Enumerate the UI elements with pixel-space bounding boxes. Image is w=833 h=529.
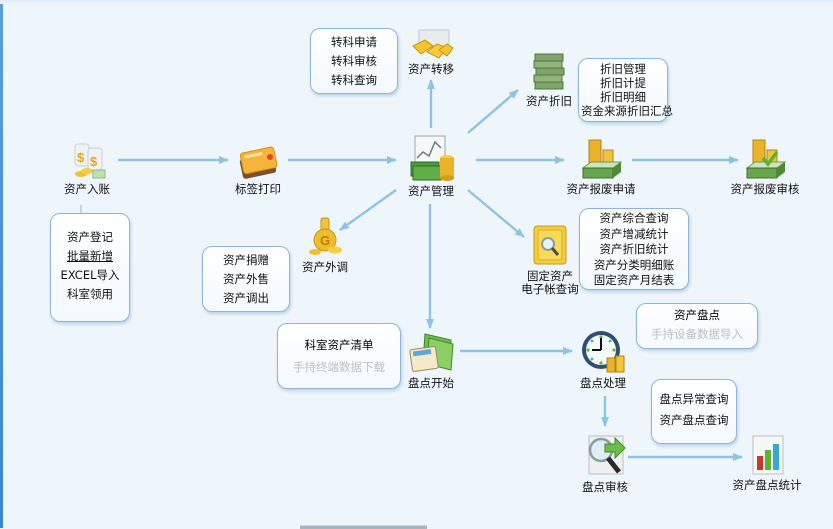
credit-card-icon	[234, 140, 282, 180]
menu-item-monthly-report[interactable]: 固定资产月结表	[593, 273, 675, 287]
node-ledger-query[interactable]: 固定资产 电子帐查询	[514, 222, 586, 296]
menu-item-category-ledger[interactable]: 资产分类明细账	[593, 257, 675, 272]
clock-coins-icon	[579, 328, 627, 374]
horizontal-scrollbar[interactable]	[300, 525, 427, 529]
node-label-line2: 电子帐查询	[521, 282, 579, 296]
node-label: 盘点处理	[580, 376, 626, 390]
bubble-entry-menu: 资产登记 批量新增 EXCEL导入 科室领用	[50, 213, 130, 322]
node-asset-management[interactable]: 资产管理	[396, 134, 466, 198]
node-label: 资产盘点统计	[732, 478, 802, 492]
node-label: 标签打印	[235, 182, 281, 196]
node-asset-depreciation[interactable]: 资产折旧	[514, 50, 584, 108]
menu-item-transfer-review[interactable]: 转科审核	[331, 54, 377, 68]
node-label: 资产报废审核	[730, 182, 800, 196]
arrow-management-to-outbound	[339, 189, 397, 231]
menu-item-asset-inventory-query[interactable]: 资产盘点查询	[659, 413, 729, 427]
bubble-query-menu: 资产综合查询 资产增减统计 资产折旧统计 资产分类明细账 固定资产月结表	[579, 208, 689, 290]
menu-item-handheld-import[interactable]: 手持设备数据导入	[651, 327, 743, 341]
coins-cash-icon	[577, 136, 625, 180]
menu-item-handheld-download[interactable]: 手持终端数据下载	[293, 360, 385, 374]
window-left-edge	[0, 0, 3, 528]
menu-item-asset-register[interactable]: 资产登记	[67, 230, 113, 244]
money-coins-icon: $ $	[63, 140, 111, 180]
gold-coin-icon: G	[301, 216, 349, 258]
node-asset-transfer[interactable]: 资产转移	[396, 26, 466, 76]
coins-cash-check-icon	[741, 136, 789, 180]
node-inventory-review[interactable]: 盘点审核	[570, 432, 640, 494]
menu-item-dept-requisition[interactable]: 科室领用	[67, 287, 113, 301]
node-inventory-start[interactable]: 盘点开始	[396, 330, 466, 390]
node-label: 资产外调	[302, 260, 348, 274]
node-label: 盘点审核	[582, 480, 628, 494]
menu-item-asset-sell[interactable]: 资产外售	[223, 272, 269, 286]
menu-item-transfer-apply[interactable]: 转科申请	[331, 35, 377, 49]
node-label: 资产报废申请	[566, 182, 636, 196]
node-inventory-process[interactable]: 盘点处理	[568, 328, 638, 390]
node-asset-entry[interactable]: $ $ 资产入账	[52, 140, 122, 196]
bubble-transfer-menu: 转科申请 转科审核 转科查询	[310, 28, 398, 94]
node-scrap-review[interactable]: 资产报废审核	[720, 136, 810, 196]
arrow-management-to-depreciation	[467, 89, 519, 134]
cash-stack-icon	[525, 50, 573, 92]
menu-item-comprehensive-query[interactable]: 资产综合查询	[599, 211, 669, 225]
bubble-inventory-start-menu: 科室资产清单 手持终端数据下载	[277, 323, 401, 389]
node-label: 盘点开始	[408, 376, 454, 390]
menu-item-fund-source-summary[interactable]: 资金来源折旧汇总	[581, 104, 673, 118]
node-label: 资产管理	[408, 184, 454, 198]
node-label: 资产转移	[408, 62, 454, 76]
menu-item-dept-asset-list[interactable]: 科室资产清单	[304, 338, 374, 352]
menu-item-asset-transfer-out[interactable]: 资产调出	[223, 291, 269, 305]
menu-item-change-stats[interactable]: 资产增减统计	[599, 226, 669, 241]
menu-item-depreciation-stats[interactable]: 资产折旧统计	[599, 242, 669, 256]
bubble-inventory-process-menu: 资产盘点 手持设备数据导入	[636, 303, 758, 349]
arrow-management-to-query	[467, 189, 525, 238]
svg-text:$: $	[90, 154, 98, 169]
menu-item-depreciation-accrue[interactable]: 折旧计提	[600, 76, 646, 90]
node-asset-outbound[interactable]: G 资产外调	[288, 216, 362, 274]
menu-item-asset-inventory[interactable]: 资产盘点	[674, 308, 720, 322]
node-label: 资产折旧	[526, 94, 572, 108]
menu-item-batch-add[interactable]: 批量新增	[67, 249, 113, 263]
gold-bars-icon	[407, 26, 455, 60]
menu-item-asset-donate[interactable]: 资产捐赠	[223, 253, 269, 267]
node-label-line1: 固定资产	[527, 269, 573, 283]
node-label-print[interactable]: 标签打印	[223, 140, 293, 196]
safe-search-icon	[526, 222, 574, 268]
menu-item-inventory-exception-query[interactable]: 盘点异常查询	[659, 392, 729, 406]
calculator-folder-icon	[407, 330, 455, 374]
magnifier-arrow-icon	[581, 432, 629, 478]
bubble-outbound-menu: 资产捐赠 资产外售 资产调出	[202, 246, 290, 312]
node-scrap-apply[interactable]: 资产报废申请	[556, 136, 646, 196]
bubble-depreciation-menu: 折旧管理 折旧计提 折旧明细 资金来源折旧汇总	[578, 58, 673, 122]
node-inventory-stats[interactable]: 资产盘点统计	[722, 434, 812, 492]
menu-item-transfer-query[interactable]: 转科查询	[331, 73, 377, 87]
window-top-edge	[0, 0, 833, 4]
bar-chart-icon	[743, 434, 791, 476]
menu-item-excel-import[interactable]: EXCEL导入	[60, 268, 120, 282]
menu-item-depreciation-detail[interactable]: 折旧明细	[600, 90, 646, 104]
svg-text:$: $	[77, 150, 85, 165]
chart-money-icon	[407, 134, 455, 182]
menu-item-depreciation-manage[interactable]: 折旧管理	[600, 62, 646, 76]
svg-text:G: G	[320, 233, 330, 248]
bubble-inventory-review-menu: 盘点异常查询 资产盘点查询	[651, 379, 737, 444]
node-label: 资产入账	[64, 182, 110, 196]
